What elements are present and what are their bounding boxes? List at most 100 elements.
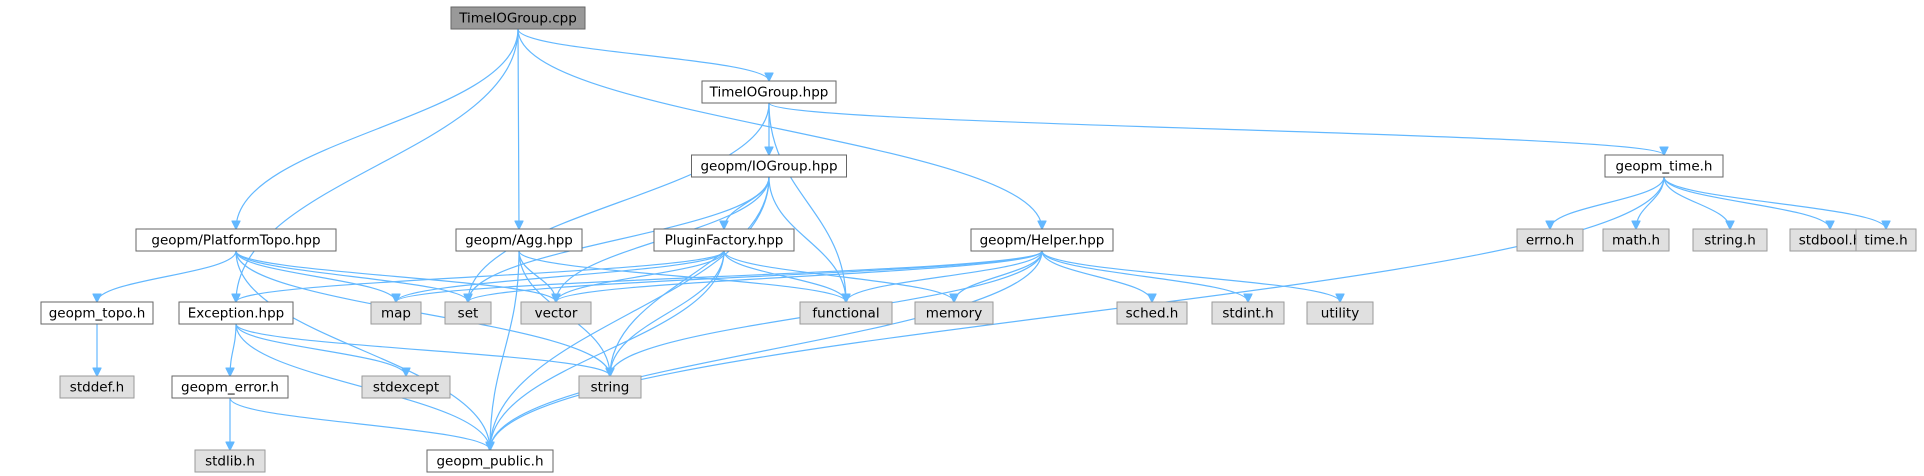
node-label: TimeIOGroup.cpp: [458, 11, 577, 27]
edge-iogroup_hpp-to-set: [468, 176, 770, 302]
node-label: stdlib.h: [205, 454, 255, 470]
node-platformtopo-hpp[interactable]: geopm/PlatformTopo.hpp: [135, 228, 337, 252]
node-geopm-topo-h[interactable]: geopm_topo.h: [40, 301, 154, 325]
node-map[interactable]: map: [370, 301, 422, 325]
node-label: vector: [535, 306, 578, 322]
node-box: [1602, 228, 1670, 252]
edges-layer: [97, 28, 1886, 450]
edge-timeiogroup_cpp-to-timeiogroup_hpp: [517, 28, 769, 81]
node-box: [1116, 301, 1188, 325]
edge-pluginfactory_hpp-to-memory: [723, 250, 954, 302]
node-label: geopm_topo.h: [49, 306, 146, 322]
edge-platformtopo_hpp-to-string: [235, 250, 610, 376]
node-label: stdbool.h: [1799, 233, 1862, 249]
node-iogroup-hpp[interactable]: geopm/IOGroup.hpp: [691, 154, 847, 178]
node-box: [1692, 228, 1768, 252]
edge-pluginfactory_hpp-to-functional: [723, 250, 846, 302]
node-label: string.h: [1704, 233, 1756, 249]
node-stddef-h[interactable]: stddef.h: [59, 375, 135, 399]
edge-pluginfactory_hpp-to-geopm_public_h: [490, 250, 725, 450]
node-box: [194, 449, 266, 473]
edge-geopm_time_h-to-geopm_public_h: [490, 176, 1665, 450]
node-label: math.h: [1612, 233, 1660, 249]
node-errno-h[interactable]: errno.h: [1516, 228, 1584, 252]
node-box: [578, 375, 642, 399]
node-helper-hpp[interactable]: geopm/Helper.hpp: [970, 228, 1114, 252]
node-vector[interactable]: vector: [520, 301, 592, 325]
node-label: geopm_public.h: [436, 454, 543, 470]
node-timeiogroup-hpp[interactable]: TimeIOGroup.hpp: [701, 80, 837, 104]
edge-agg_hpp-to-vector: [518, 250, 556, 302]
edge-iogroup_hpp-to-geopm_public_h: [490, 176, 770, 450]
node-label: stdexcept: [373, 380, 439, 396]
node-sched-h[interactable]: sched.h: [1116, 301, 1188, 325]
node-stdint-h[interactable]: stdint.h: [1211, 301, 1285, 325]
node-set[interactable]: set: [444, 301, 492, 325]
node-stdexcept[interactable]: stdexcept: [361, 375, 451, 399]
node-box: [370, 301, 422, 325]
node-label: time.h: [1864, 233, 1907, 249]
node-label: stdint.h: [1222, 306, 1273, 322]
edge-exception_hpp-to-geopm_error_h: [230, 323, 237, 376]
edge-iogroup_hpp-to-functional: [768, 176, 846, 302]
node-stdbool-h[interactable]: stdbool.h: [1789, 228, 1871, 252]
node-label: geopm/IOGroup.hpp: [700, 159, 837, 175]
edge-geopm_time_h-to-time_h: [1663, 176, 1886, 229]
node-label: set: [458, 306, 479, 322]
node-utility[interactable]: utility: [1306, 301, 1374, 325]
edge-helper_hpp-to-stdint_h: [1041, 250, 1248, 302]
edge-timeiogroup_cpp-to-agg_hpp: [518, 28, 519, 229]
node-label: Exception.hpp: [188, 306, 284, 322]
node-box: [691, 154, 847, 178]
node-box: [799, 301, 893, 325]
node-box: [40, 301, 154, 325]
node-agg-hpp[interactable]: geopm/Agg.hpp: [455, 228, 583, 252]
node-box: [1855, 228, 1917, 252]
node-box: [653, 228, 795, 252]
node-pluginfactory-hpp[interactable]: PluginFactory.hpp: [653, 228, 795, 252]
edge-geopm_time_h-to-stdbool_h: [1663, 176, 1830, 229]
edge-helper_hpp-to-vector: [556, 250, 1043, 302]
edge-geopm_time_h-to-errno_h: [1550, 176, 1665, 229]
node-box: [426, 449, 554, 473]
node-timeiogroup-cpp[interactable]: TimeIOGroup.cpp: [450, 6, 586, 30]
edge-iogroup_hpp-to-string: [610, 176, 770, 376]
node-stdlib-h[interactable]: stdlib.h: [194, 449, 266, 473]
node-functional[interactable]: functional: [799, 301, 893, 325]
node-label: PluginFactory.hpp: [665, 233, 784, 249]
node-label: TimeIOGroup.hpp: [709, 85, 829, 101]
node-label: geopm_time.h: [1616, 159, 1713, 175]
node-label: sched.h: [1126, 306, 1179, 322]
edge-timeiogroup_hpp-to-set: [468, 102, 770, 302]
edge-geopm_time_h-to-string_h: [1663, 176, 1730, 229]
node-box: [450, 6, 586, 30]
edge-helper_hpp-to-sched_h: [1041, 250, 1152, 302]
edge-exception_hpp-to-stdexcept: [235, 323, 406, 376]
node-box: [520, 301, 592, 325]
node-string[interactable]: string: [578, 375, 642, 399]
node-geopm-public-h[interactable]: geopm_public.h: [426, 449, 554, 473]
node-string-h[interactable]: string.h: [1692, 228, 1768, 252]
edge-helper_hpp-to-utility: [1041, 250, 1340, 302]
node-box: [59, 375, 135, 399]
edge-exception_hpp-to-string: [235, 323, 610, 377]
node-math-h[interactable]: math.h: [1602, 228, 1670, 252]
node-time-h[interactable]: time.h: [1855, 228, 1917, 252]
edge-timeiogroup_cpp-to-exception_hpp: [236, 28, 519, 302]
node-geopm-error-h[interactable]: geopm_error.h: [171, 375, 289, 399]
node-label: map: [381, 306, 411, 322]
edge-agg_hpp-to-geopm_public_h: [490, 250, 520, 450]
node-box: [1604, 154, 1724, 178]
node-exception-hpp[interactable]: Exception.hpp: [178, 301, 294, 325]
node-geopm-time-h[interactable]: geopm_time.h: [1604, 154, 1724, 178]
edge-helper_hpp-to-memory: [954, 250, 1043, 302]
edge-timeiogroup_cpp-to-helper_hpp: [517, 28, 1042, 229]
edge-timeiogroup_hpp-to-geopm_time_h: [768, 102, 1664, 155]
node-box: [361, 375, 451, 399]
edge-pluginfactory_hpp-to-vector: [556, 250, 725, 302]
edge-platformtopo_hpp-to-set: [235, 250, 468, 302]
edge-platformtopo_hpp-to-geopm_topo_h: [97, 250, 237, 302]
node-memory[interactable]: memory: [914, 301, 994, 325]
